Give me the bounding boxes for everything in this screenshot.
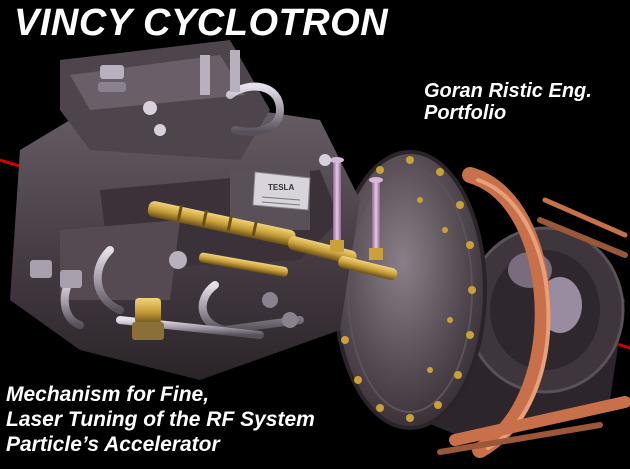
pink-tubes [330,157,383,260]
caption-line-2: Laser Tuning of the RF System [6,408,315,431]
tesla-plate: TESLA [252,171,311,211]
author-name: Goran Ristic Eng. [424,80,592,102]
copper-rings [437,167,630,458]
page-title: VINCY CYCLOTRON [14,2,389,44]
end-plate [333,150,487,430]
caption-line-3: Particle’s Accelerator [6,433,220,456]
fittings [30,50,331,340]
caption-line-1: Mechanism for Fine, [6,383,210,406]
brass-rods [147,201,398,281]
author-portfolio: Portfolio [424,102,507,124]
author-credit: Goran Ristic Eng. Portfolio [424,80,592,124]
plate-label: TESLA [268,183,294,192]
image-caption: Mechanism for Fine, Laser Tuning of the … [6,382,315,457]
